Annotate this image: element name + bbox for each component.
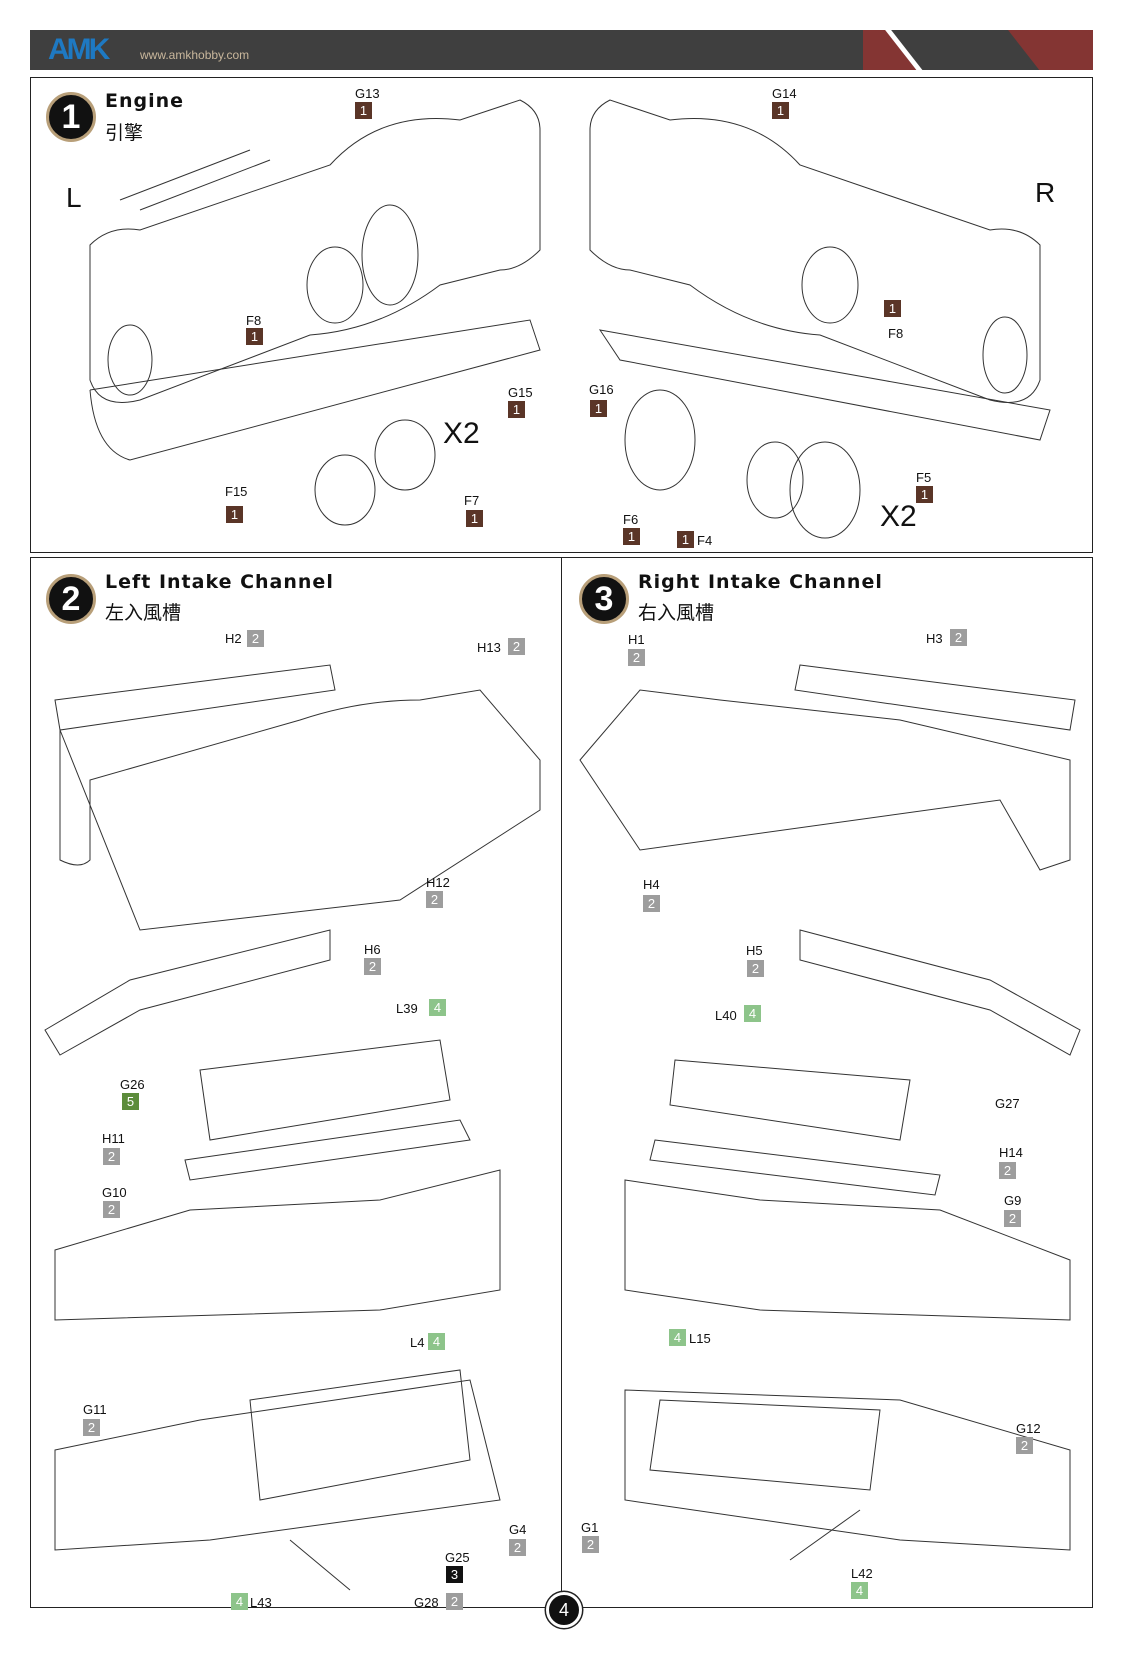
header-bar	[30, 30, 1093, 70]
sprue-tag: 1	[226, 506, 243, 523]
part-label: H2	[225, 631, 242, 646]
sprue-tag: 2	[643, 895, 660, 912]
sprue-tag: 2	[747, 960, 764, 977]
left-side-marker: L	[66, 182, 82, 213]
sprue-tag: 4	[428, 1333, 445, 1350]
part-label: L40	[715, 1008, 737, 1023]
sprue-tag: 2	[509, 1539, 526, 1556]
part-label: G25	[445, 1550, 470, 1565]
step-3-badge: 3	[579, 574, 629, 624]
brand-logo: AMK	[48, 33, 110, 66]
sprue-tag: 2	[446, 1593, 463, 1610]
sprue-tag: 2	[582, 1536, 599, 1553]
part-label: F7	[464, 493, 480, 508]
sprue-tag: 1	[916, 486, 933, 503]
sprue-tag: 2	[247, 630, 264, 647]
part-label: G14	[772, 86, 797, 101]
sprue-tag: 3	[446, 1566, 463, 1583]
part-label: G26	[120, 1077, 145, 1092]
sprue-tag: 2	[1016, 1437, 1033, 1454]
sprue-tag: 1	[355, 102, 372, 119]
step-1-badge: 1	[46, 92, 96, 142]
sprue-tag: 2	[83, 1419, 100, 1436]
sprue-tag: 2	[508, 638, 525, 655]
right-intake-diagram	[579, 664, 1081, 1561]
part-label: H11	[102, 1131, 125, 1146]
step-1-panel	[30, 77, 1093, 553]
step-2-badge: 2	[46, 574, 96, 624]
part-label: G15	[508, 385, 533, 400]
part-label: H13	[477, 640, 501, 655]
sprue-tag: 1	[623, 528, 640, 545]
part-label: F6	[623, 512, 639, 527]
part-label: G28	[414, 1595, 439, 1610]
part-label: H6	[364, 942, 381, 957]
sprue-tag: 5	[122, 1093, 139, 1110]
sprue-tag: 1	[508, 401, 525, 418]
part-label: G4	[509, 1522, 527, 1537]
part-label: H12	[426, 875, 450, 890]
sprue-tag: 1	[246, 328, 263, 345]
engine-right-diagram	[589, 99, 1051, 539]
part-label: G13	[355, 86, 380, 101]
part-label: H1	[628, 632, 645, 647]
part-label: L39	[396, 1001, 418, 1016]
sprue-tag: 4	[429, 999, 446, 1016]
sprue-tag: 2	[628, 649, 645, 666]
sprue-tag: 4	[669, 1329, 686, 1346]
step-1-title: Engine	[105, 90, 185, 112]
sprue-tag: 2	[103, 1148, 120, 1165]
sprue-tag: 2	[103, 1201, 120, 1218]
part-label: H4	[643, 877, 660, 892]
brand-url[interactable]: www.amkhobby.com	[140, 48, 250, 62]
sprue-tag: 1	[677, 531, 694, 548]
part-label: G10	[102, 1185, 127, 1200]
multiplier-right: X2	[880, 500, 917, 533]
part-label: L43	[250, 1595, 272, 1610]
part-label: G1	[581, 1520, 599, 1535]
part-label: F5	[916, 470, 932, 485]
part-label: F8	[246, 313, 262, 328]
engine-left-diagram	[89, 99, 541, 526]
sprue-tag: 1	[884, 300, 901, 317]
left-intake-diagram	[44, 664, 541, 1591]
right-side-marker: R	[1035, 177, 1056, 208]
sprue-tag: 1	[466, 510, 483, 527]
part-label: F4	[697, 533, 713, 548]
step-2-panel	[30, 557, 562, 1608]
part-label: L42	[851, 1566, 873, 1581]
part-label: F8	[888, 326, 904, 341]
sprue-tag: 4	[231, 1593, 248, 1610]
sprue-tag: 2	[426, 891, 443, 908]
part-label: G12	[1016, 1421, 1041, 1436]
part-label: G27	[995, 1096, 1020, 1111]
multiplier-left: X2	[443, 417, 480, 450]
step-3-panel	[561, 557, 1093, 1608]
step-3-title: Right Intake Channel	[638, 571, 883, 593]
part-label: H14	[999, 1145, 1023, 1160]
part-label: F15	[225, 484, 248, 499]
part-label: L4	[410, 1335, 425, 1350]
sprue-tag: 1	[590, 400, 607, 417]
part-label: H5	[746, 943, 763, 958]
sprue-tag: 2	[999, 1162, 1016, 1179]
sprue-tag: 1	[772, 102, 789, 119]
part-label: G9	[1004, 1193, 1022, 1208]
sprue-tag: 4	[851, 1582, 868, 1599]
page-number: 4	[546, 1592, 582, 1628]
sprue-tag: 4	[744, 1005, 761, 1022]
part-label: G11	[83, 1402, 107, 1417]
step-1-title-cn: 引擎	[105, 122, 144, 144]
sprue-tag: 2	[364, 958, 381, 975]
part-label: L15	[689, 1331, 711, 1346]
step-2-title: Left Intake Channel	[105, 571, 334, 593]
sprue-tag: 2	[1004, 1210, 1021, 1227]
step-2-title-cn: 左入風槽	[105, 602, 182, 624]
part-label: G16	[589, 382, 614, 397]
sprue-tag: 2	[950, 629, 967, 646]
step-3-title-cn: 右入風槽	[638, 602, 715, 624]
part-label: H3	[926, 631, 943, 646]
